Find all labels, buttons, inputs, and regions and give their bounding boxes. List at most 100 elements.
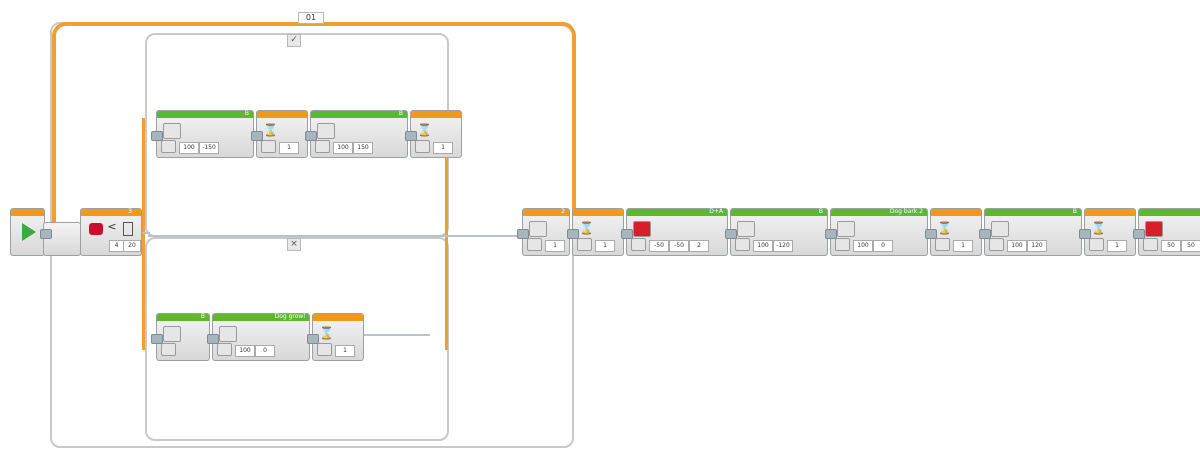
switch-merge-wire [148, 235, 528, 237]
switch-value-1[interactable]: 4 [109, 240, 124, 252]
parameter-value[interactable]: 50 [1181, 240, 1200, 252]
mode-icon[interactable] [935, 238, 950, 251]
motor-icon [633, 221, 651, 237]
sequence-port-icon [825, 229, 837, 239]
speaker-icon [837, 221, 855, 237]
sequence-port-icon [251, 131, 263, 141]
parameter-value[interactable]: 0 [255, 345, 275, 357]
parameter-value[interactable]: 150 [353, 142, 373, 154]
mode-icon[interactable] [835, 238, 850, 251]
block-bar: B [157, 110, 253, 118]
motor-icon [163, 326, 181, 342]
false-case-wire [330, 334, 430, 336]
block-bar [411, 111, 461, 118]
parameter-value[interactable]: 100 [333, 142, 353, 154]
block-bar [931, 209, 981, 216]
parameter-value[interactable]: -120 [773, 240, 793, 252]
wait-block[interactable]: ⌛1 [567, 208, 624, 256]
mode-icon[interactable] [577, 238, 592, 251]
sequence-port-icon [207, 334, 219, 344]
wait-block[interactable]: ⌛1 [307, 313, 364, 361]
start-block[interactable] [10, 208, 45, 256]
port-label: B [1072, 208, 1077, 215]
block-bar: Dog bark 2 [831, 208, 927, 216]
sequence-port-icon [517, 229, 529, 239]
parameter-value[interactable]: 1 [433, 142, 453, 154]
block-bar: Dog growl [213, 313, 309, 321]
phone-icon [123, 222, 133, 236]
switch-right-bracket [445, 118, 448, 350]
ultrasonic-sensor-icon [89, 223, 103, 235]
switch-sensor-block[interactable]: 3 < 4 20 [80, 208, 142, 256]
motor-block[interactable]: B 100-150 [151, 110, 254, 158]
parameter-value[interactable]: 1 [953, 240, 973, 252]
sequence-port-icon [307, 334, 319, 344]
motor-icon [529, 221, 547, 237]
parameter-value[interactable]: 100 [853, 240, 873, 252]
motor-icon [1145, 221, 1163, 237]
wait-block[interactable]: ⌛1 [405, 110, 462, 158]
mode-icon[interactable] [217, 343, 232, 356]
parameter-value[interactable]: 1 [545, 240, 565, 252]
hourglass-icon: ⌛ [1091, 221, 1106, 235]
motor-stop-block[interactable]: B [151, 313, 210, 361]
hourglass-icon: ⌛ [263, 123, 278, 137]
sound-name-label: Dog bark 2 [889, 208, 923, 215]
parameter-value[interactable]: 100 [1007, 240, 1027, 252]
tank-block[interactable]: A+D50502 [1133, 208, 1200, 256]
hourglass-icon: ⌛ [937, 221, 952, 235]
parameter-value[interactable]: 2 [689, 240, 709, 252]
port-label: 2 [561, 208, 565, 215]
parameter-value[interactable]: 1 [335, 345, 355, 357]
parameter-value[interactable]: 1 [595, 240, 615, 252]
mode-icon[interactable] [161, 140, 176, 153]
mode-icon[interactable] [735, 238, 750, 251]
mode-icon[interactable] [527, 238, 542, 251]
wait-block[interactable]: ⌛1 [1079, 208, 1136, 256]
port-icon [40, 229, 52, 239]
block-bar: A+D [1139, 209, 1200, 216]
motor-icon [737, 221, 755, 237]
parameter-value[interactable]: 1 [1107, 240, 1127, 252]
parameter-value[interactable]: 0 [873, 240, 893, 252]
motor-icon [163, 123, 181, 139]
wait-block[interactable]: ⌛1 [251, 110, 308, 158]
switch-value-2[interactable]: 20 [123, 240, 141, 252]
parameter-value[interactable]: 100 [753, 240, 773, 252]
block-bar: B [311, 110, 407, 118]
mode-icon[interactable] [631, 238, 646, 251]
switch-left-bracket [142, 118, 145, 350]
mode-icon[interactable] [1143, 238, 1158, 251]
motor-icon [991, 221, 1009, 237]
motor-icon [317, 123, 335, 139]
mode-icon[interactable] [161, 343, 176, 356]
mode-icon[interactable] [1089, 238, 1104, 251]
switch-bar [81, 209, 141, 216]
parameter-value[interactable]: 100 [235, 345, 255, 357]
parameter-value[interactable]: 1 [279, 142, 299, 154]
parameter-value[interactable]: 100 [179, 142, 199, 154]
parameter-value[interactable]: 50 [1161, 240, 1181, 252]
sequence-port-icon [1133, 229, 1145, 239]
parameter-value[interactable]: -50 [669, 240, 689, 252]
mode-icon[interactable] [315, 140, 330, 153]
mode-icon[interactable] [989, 238, 1004, 251]
mode-icon[interactable] [415, 140, 430, 153]
false-case-tab[interactable]: × [287, 238, 301, 251]
mode-icon[interactable] [317, 343, 332, 356]
wait-block[interactable]: ⌛1 [925, 208, 982, 256]
parameter-value[interactable]: 120 [1027, 240, 1047, 252]
true-case-tab[interactable]: ✓ [287, 34, 301, 47]
mode-icon[interactable] [261, 140, 276, 153]
sequence-port-icon [925, 229, 937, 239]
parameter-value[interactable]: -150 [199, 142, 219, 154]
loop-counter-label: 01 [298, 12, 324, 24]
parameter-value[interactable]: -50 [649, 240, 669, 252]
